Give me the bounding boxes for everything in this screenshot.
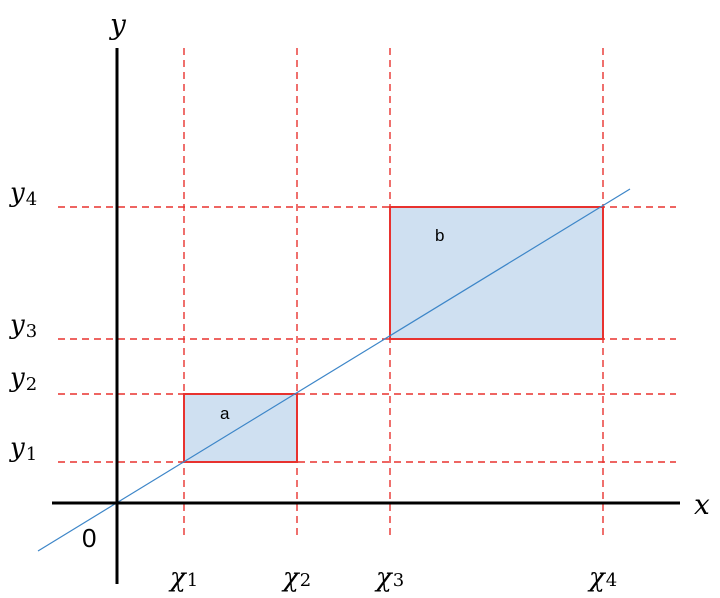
x-tick-4: χ4	[587, 563, 617, 593]
x-tick-3: χ3	[374, 563, 404, 593]
y-tick-2: y2	[9, 363, 37, 395]
horizontal-guides	[58, 206, 676, 463]
y-tick-4: y4	[9, 178, 37, 210]
x-tick-2: χ2	[281, 563, 311, 593]
region-b-rect	[389, 206, 604, 340]
y-tick-3: y3	[9, 310, 37, 342]
origin-label: 0	[82, 523, 96, 553]
y-axis-label: y	[108, 8, 127, 41]
vertical-guides	[183, 48, 604, 540]
diagonal-line	[37, 188, 631, 552]
x-tick-1: χ1	[168, 563, 198, 593]
region-b-label: b	[435, 226, 444, 245]
x-axis-label: x	[694, 488, 710, 521]
y-tick-1: y1	[9, 433, 37, 465]
region-a-label: a	[220, 404, 230, 423]
